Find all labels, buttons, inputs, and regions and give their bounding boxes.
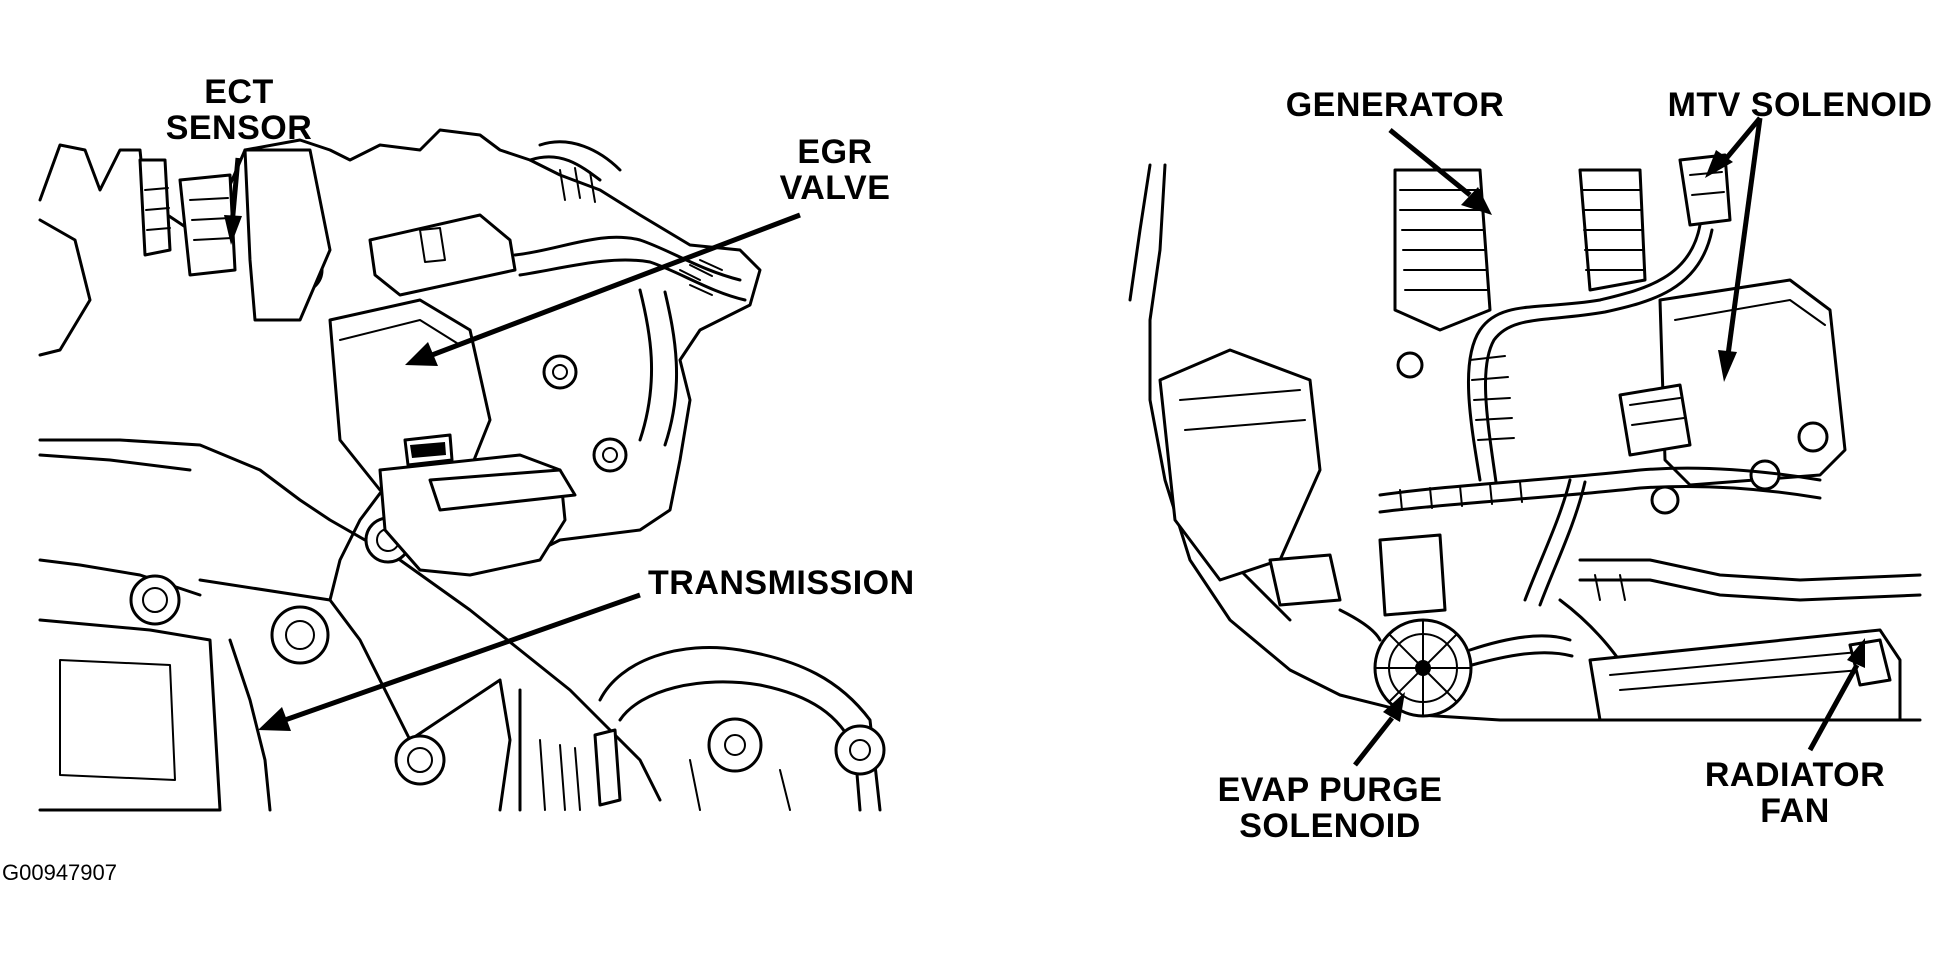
- radiator-fan-label-line1: RADIATOR: [1704, 756, 1886, 794]
- egr-valve-label-line1: EGR: [797, 133, 873, 171]
- egr-valve-label: EGR VALVE: [770, 134, 900, 206]
- ect-sensor-label: ECT SENSOR: [164, 74, 314, 146]
- ect-sensor-label-line2: SENSOR: [165, 109, 313, 147]
- ect-sensor-label-line1: ECT: [204, 73, 274, 111]
- leader-lines: [224, 116, 1865, 767]
- egr-valve-label-line2: VALVE: [779, 169, 891, 207]
- evap-purge-solenoid-label: EVAP PURGE SOLENOID: [1205, 772, 1455, 844]
- radiator-fan-label-line2: FAN: [1760, 792, 1830, 830]
- mtv-solenoid-label: MTV SOLENOID: [1667, 86, 1933, 124]
- right-engine-illustration: [1128, 153, 1922, 722]
- evap-purge-label-line2: SOLENOID: [1239, 807, 1421, 845]
- radiator-fan-label: RADIATOR FAN: [1690, 757, 1900, 829]
- generator-label: GENERATOR: [1285, 86, 1505, 124]
- figure-reference-code: G00947907: [2, 860, 117, 885]
- transmission-label: TRANSMISSION: [648, 564, 915, 602]
- evap-purge-label-line1: EVAP PURGE: [1217, 771, 1443, 809]
